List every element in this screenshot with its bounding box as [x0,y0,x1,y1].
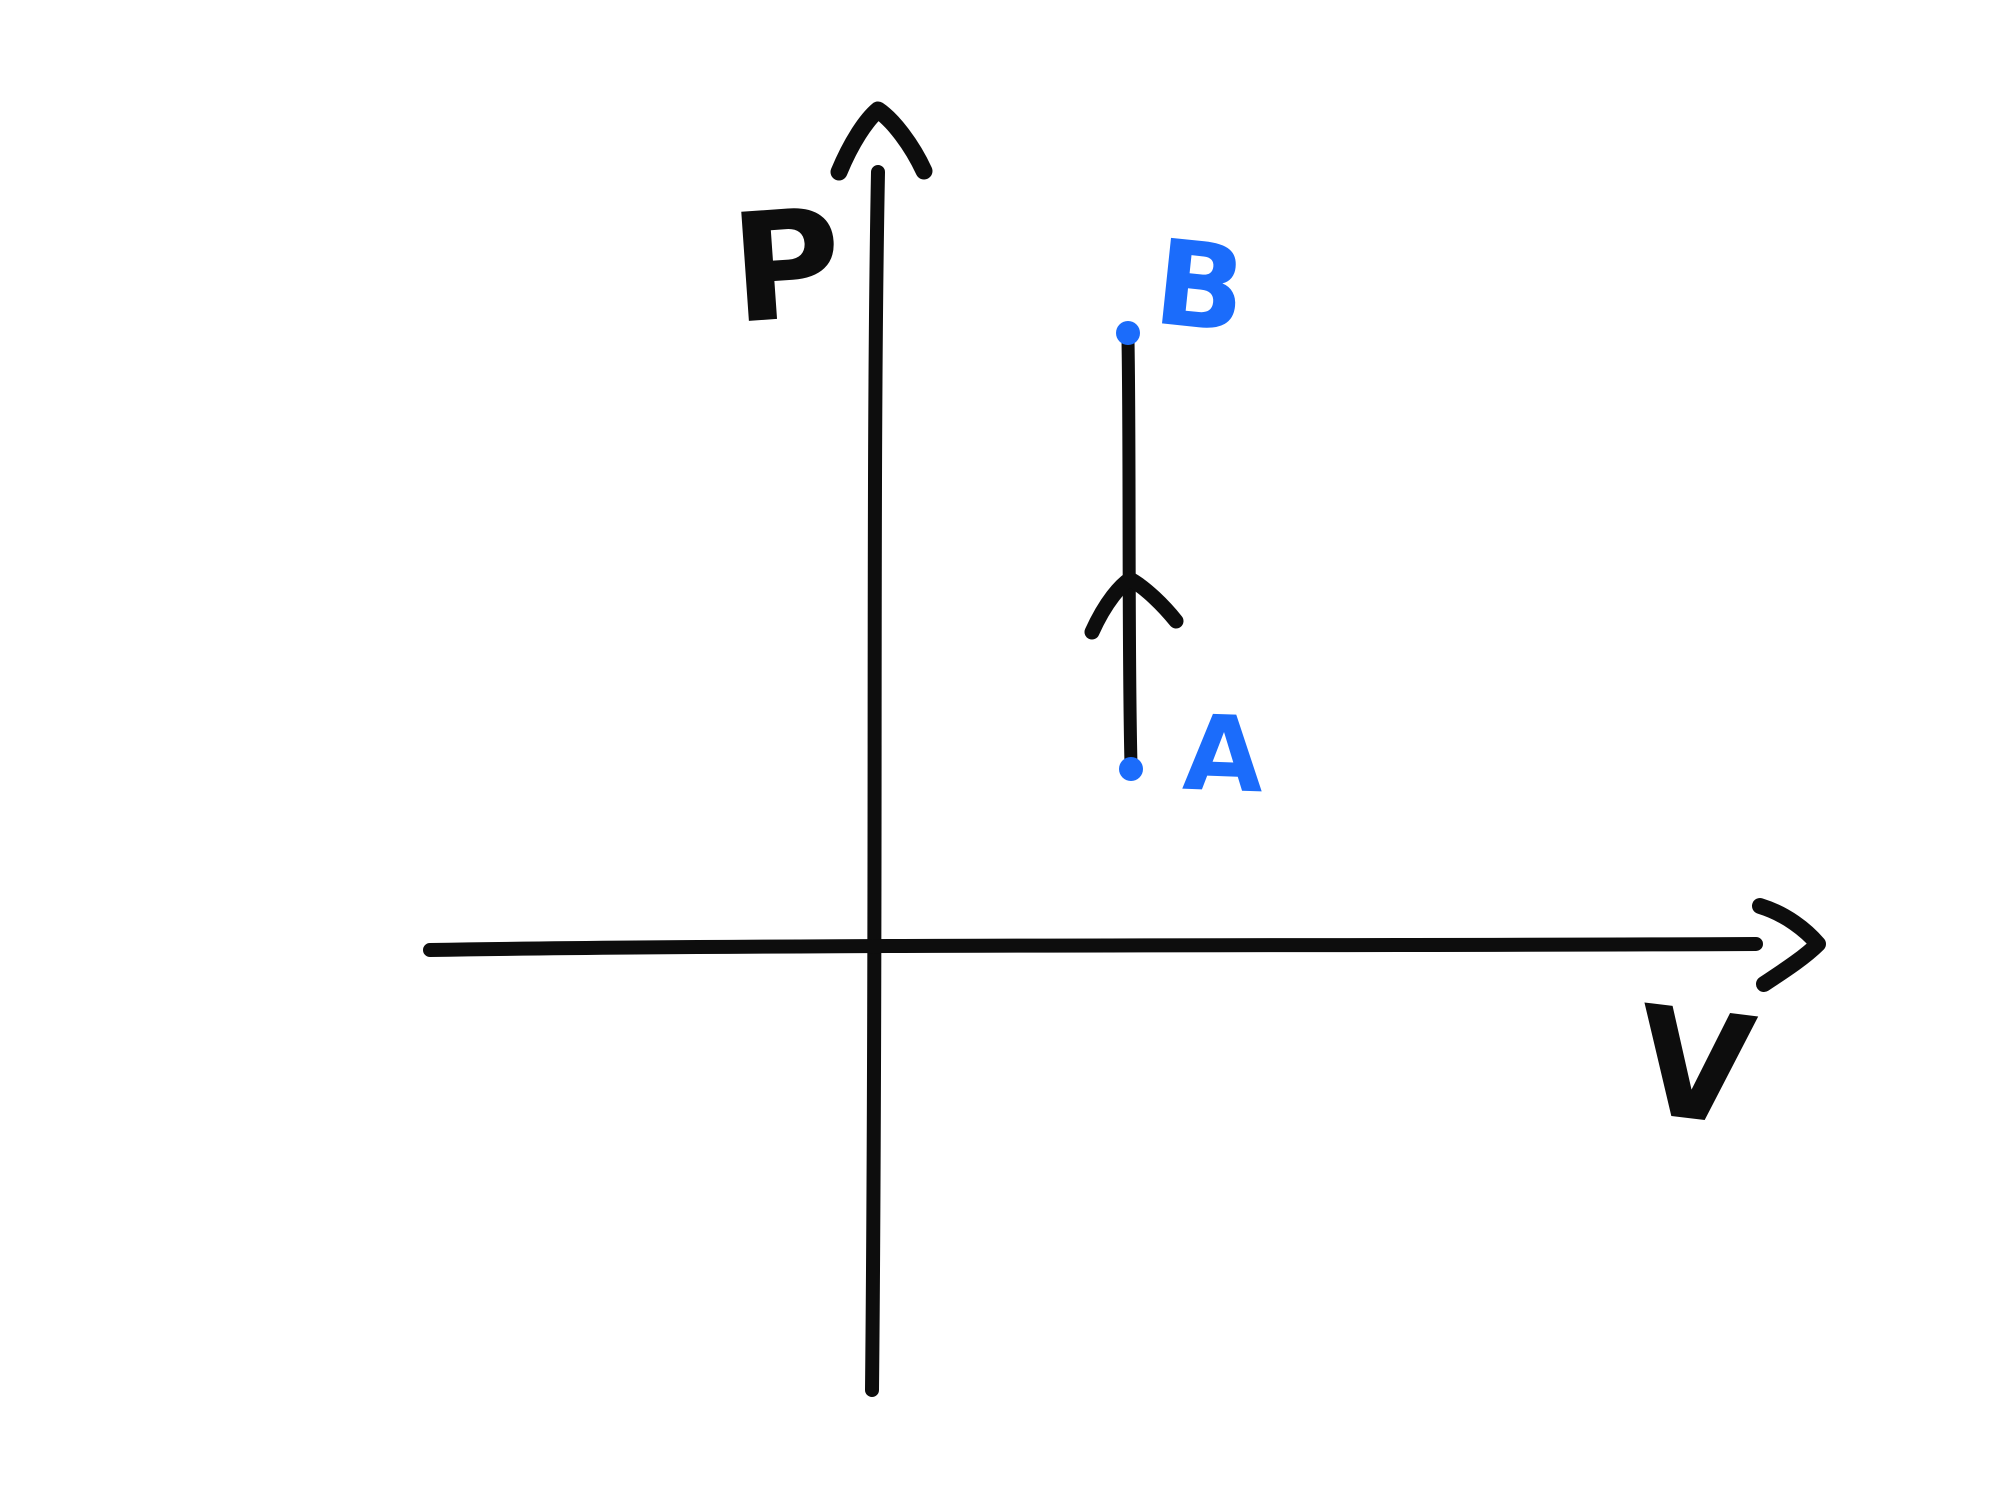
process-direction-arrowhead-icon [1084,571,1184,640]
point-a-dot [1119,757,1143,781]
x-axis-arrowhead-icon [1752,898,1826,992]
y-axis: P [726,101,933,1397]
y-axis-label: P [726,177,848,358]
process-a-to-b: A B [1084,213,1266,817]
process-line [1121,334,1138,771]
y-axis-arrowhead-icon [830,101,933,181]
x-axis-label: V [1626,974,1762,1161]
point-b-label: B [1148,213,1252,360]
point-b-dot [1116,321,1140,345]
y-axis-line [865,165,885,1397]
x-axis-line [423,937,1763,957]
x-axis: V [423,898,1826,1161]
point-a-label: A [1181,692,1266,817]
